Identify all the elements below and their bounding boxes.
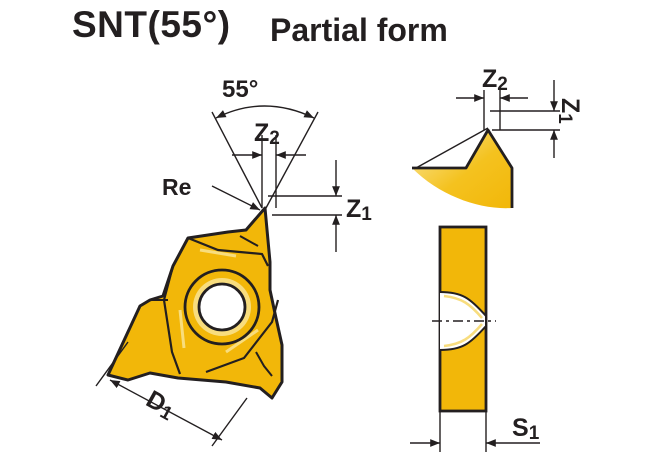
z1-right-label: Z1 [554, 98, 584, 124]
z2-left-label: Z2 [254, 119, 280, 149]
z1-left-label: Z1 [346, 195, 372, 225]
d1-label: D1 [140, 385, 180, 425]
angle-55-dimension [211, 105, 319, 209]
insert-side-view [432, 225, 496, 413]
re-label: Re [162, 174, 191, 200]
angle-label: 55° [222, 76, 258, 103]
tip-detail-view [412, 127, 514, 209]
insert-top-view [106, 206, 284, 400]
z2-right-label: Z2 [482, 65, 508, 95]
z1-right-dimension [490, 80, 560, 158]
title-main: SNT(55°) [72, 4, 231, 45]
s1-label: S1 [512, 414, 540, 444]
z1-left-dimension [268, 160, 342, 252]
d1-dimension [95, 341, 248, 447]
s1-dimension [410, 411, 540, 452]
title-sub: Partial form [270, 12, 448, 48]
z2-right-dimension [456, 90, 528, 130]
